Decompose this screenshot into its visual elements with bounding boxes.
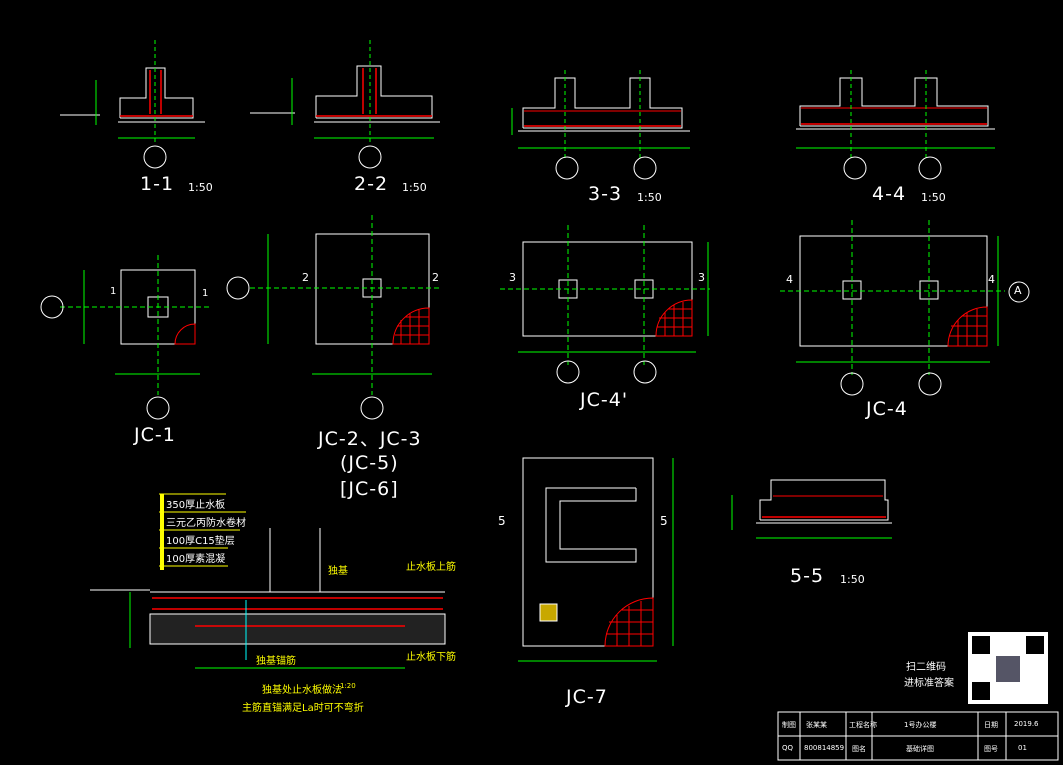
tb-r2-c4: 基础详图 bbox=[906, 745, 934, 753]
plan-jc4-drawing bbox=[780, 220, 1030, 396]
section-2-2-label: 2-2 bbox=[354, 173, 389, 195]
tb-r2-c5: 图号 bbox=[984, 745, 998, 753]
qr-caption-1: 扫二维码 bbox=[906, 662, 946, 673]
tb-r2-c3: 图名 bbox=[852, 745, 866, 753]
tb-r1-c5: 日期 bbox=[984, 721, 998, 729]
legend-item-3: 100厚C15垫层 bbox=[166, 536, 235, 547]
tb-r2-c6: 01 bbox=[1018, 744, 1027, 752]
cut-marker-3-right: 3 bbox=[698, 271, 705, 284]
note-footing: 独基 bbox=[328, 566, 348, 577]
section-5-5-drawing bbox=[731, 479, 892, 539]
tb-r1-c1: 制图 bbox=[782, 721, 796, 729]
tb-r2-c1: QQ bbox=[782, 744, 794, 752]
tb-r2-c2: 800814859 bbox=[804, 744, 845, 752]
detail-title: 独基处止水板做法 bbox=[262, 685, 342, 696]
qr-code-image bbox=[968, 632, 1048, 704]
legend-item-2: 三元乙丙防水卷材 bbox=[166, 518, 246, 529]
section-2-2-scale: 1:50 bbox=[402, 181, 427, 194]
section-3-3-drawing bbox=[511, 70, 690, 180]
section-5-5-label: 5-5 bbox=[790, 565, 825, 587]
tb-r1-c6: 2019.6 bbox=[1014, 720, 1039, 728]
plan-jc23-label: JC-2、JC-3 bbox=[318, 428, 422, 450]
section-4-4-drawing bbox=[796, 70, 995, 180]
section-4-4-scale: 1:50 bbox=[921, 191, 946, 204]
tb-r1-c4: 1号办公楼 bbox=[904, 721, 937, 729]
section-4-4-label: 4-4 bbox=[872, 183, 907, 205]
waterstop-detail-drawing bbox=[90, 493, 446, 669]
note-anchor-rebar: 独基锚筋 bbox=[256, 656, 296, 667]
tb-r1-c3: 工程名称 bbox=[849, 721, 877, 729]
section-1-1-scale: 1:50 bbox=[188, 181, 213, 194]
section-3-3-label: 3-3 bbox=[588, 183, 623, 205]
cut-marker-1-right: 1 bbox=[202, 288, 209, 299]
plan-jc1-label: JC-1 bbox=[134, 424, 176, 446]
cut-marker-2-left: 2 bbox=[302, 271, 309, 284]
plan-jc6-label: [JC-6] bbox=[340, 478, 399, 500]
plan-jc5-label: (JC-5) bbox=[340, 452, 399, 474]
legend-item-4: 100厚素混凝 bbox=[166, 554, 226, 565]
plan-jc2-drawing bbox=[226, 215, 440, 420]
cut-marker-3-left: 3 bbox=[509, 271, 516, 284]
section-2-2-drawing bbox=[250, 40, 440, 169]
cut-marker-4-right: 4 bbox=[988, 273, 995, 286]
section-5-5-scale: 1:50 bbox=[840, 573, 865, 586]
axis-bubble-a: A bbox=[1014, 284, 1022, 297]
qr-caption-2: 进标准答案 bbox=[904, 678, 954, 689]
cut-marker-2-right: 2 bbox=[432, 271, 439, 284]
detail-title-scale: 1:20 bbox=[340, 682, 356, 690]
plan-jc7-drawing bbox=[518, 457, 674, 662]
plan-jc7-label: JC-7 bbox=[566, 686, 608, 708]
legend-item-1: 350厚止水板 bbox=[166, 500, 226, 511]
cut-marker-1-left: 1 bbox=[110, 286, 117, 297]
tb-r1-c2: 张某某 bbox=[806, 721, 827, 729]
note-upper-rebar: 止水板上筋 bbox=[406, 562, 456, 573]
section-3-3-scale: 1:50 bbox=[637, 191, 662, 204]
plan-jc4prime-label: JC-4' bbox=[580, 389, 629, 411]
detail-footer-note: 主筋直锚满足La时可不弯折 bbox=[242, 703, 364, 714]
section-1-1-drawing bbox=[60, 40, 205, 169]
plan-jc1-drawing bbox=[40, 255, 210, 420]
plan-jc4prime-drawing bbox=[500, 225, 710, 384]
title-block-grid bbox=[777, 711, 1059, 761]
section-1-1-label: 1-1 bbox=[140, 173, 175, 195]
plan-jc4-label: JC-4 bbox=[866, 398, 908, 420]
cut-marker-5-left: 5 bbox=[498, 514, 506, 528]
cut-marker-5-right: 5 bbox=[660, 514, 668, 528]
cut-marker-4-left: 4 bbox=[786, 273, 793, 286]
note-lower-rebar: 止水板下筋 bbox=[406, 652, 456, 663]
